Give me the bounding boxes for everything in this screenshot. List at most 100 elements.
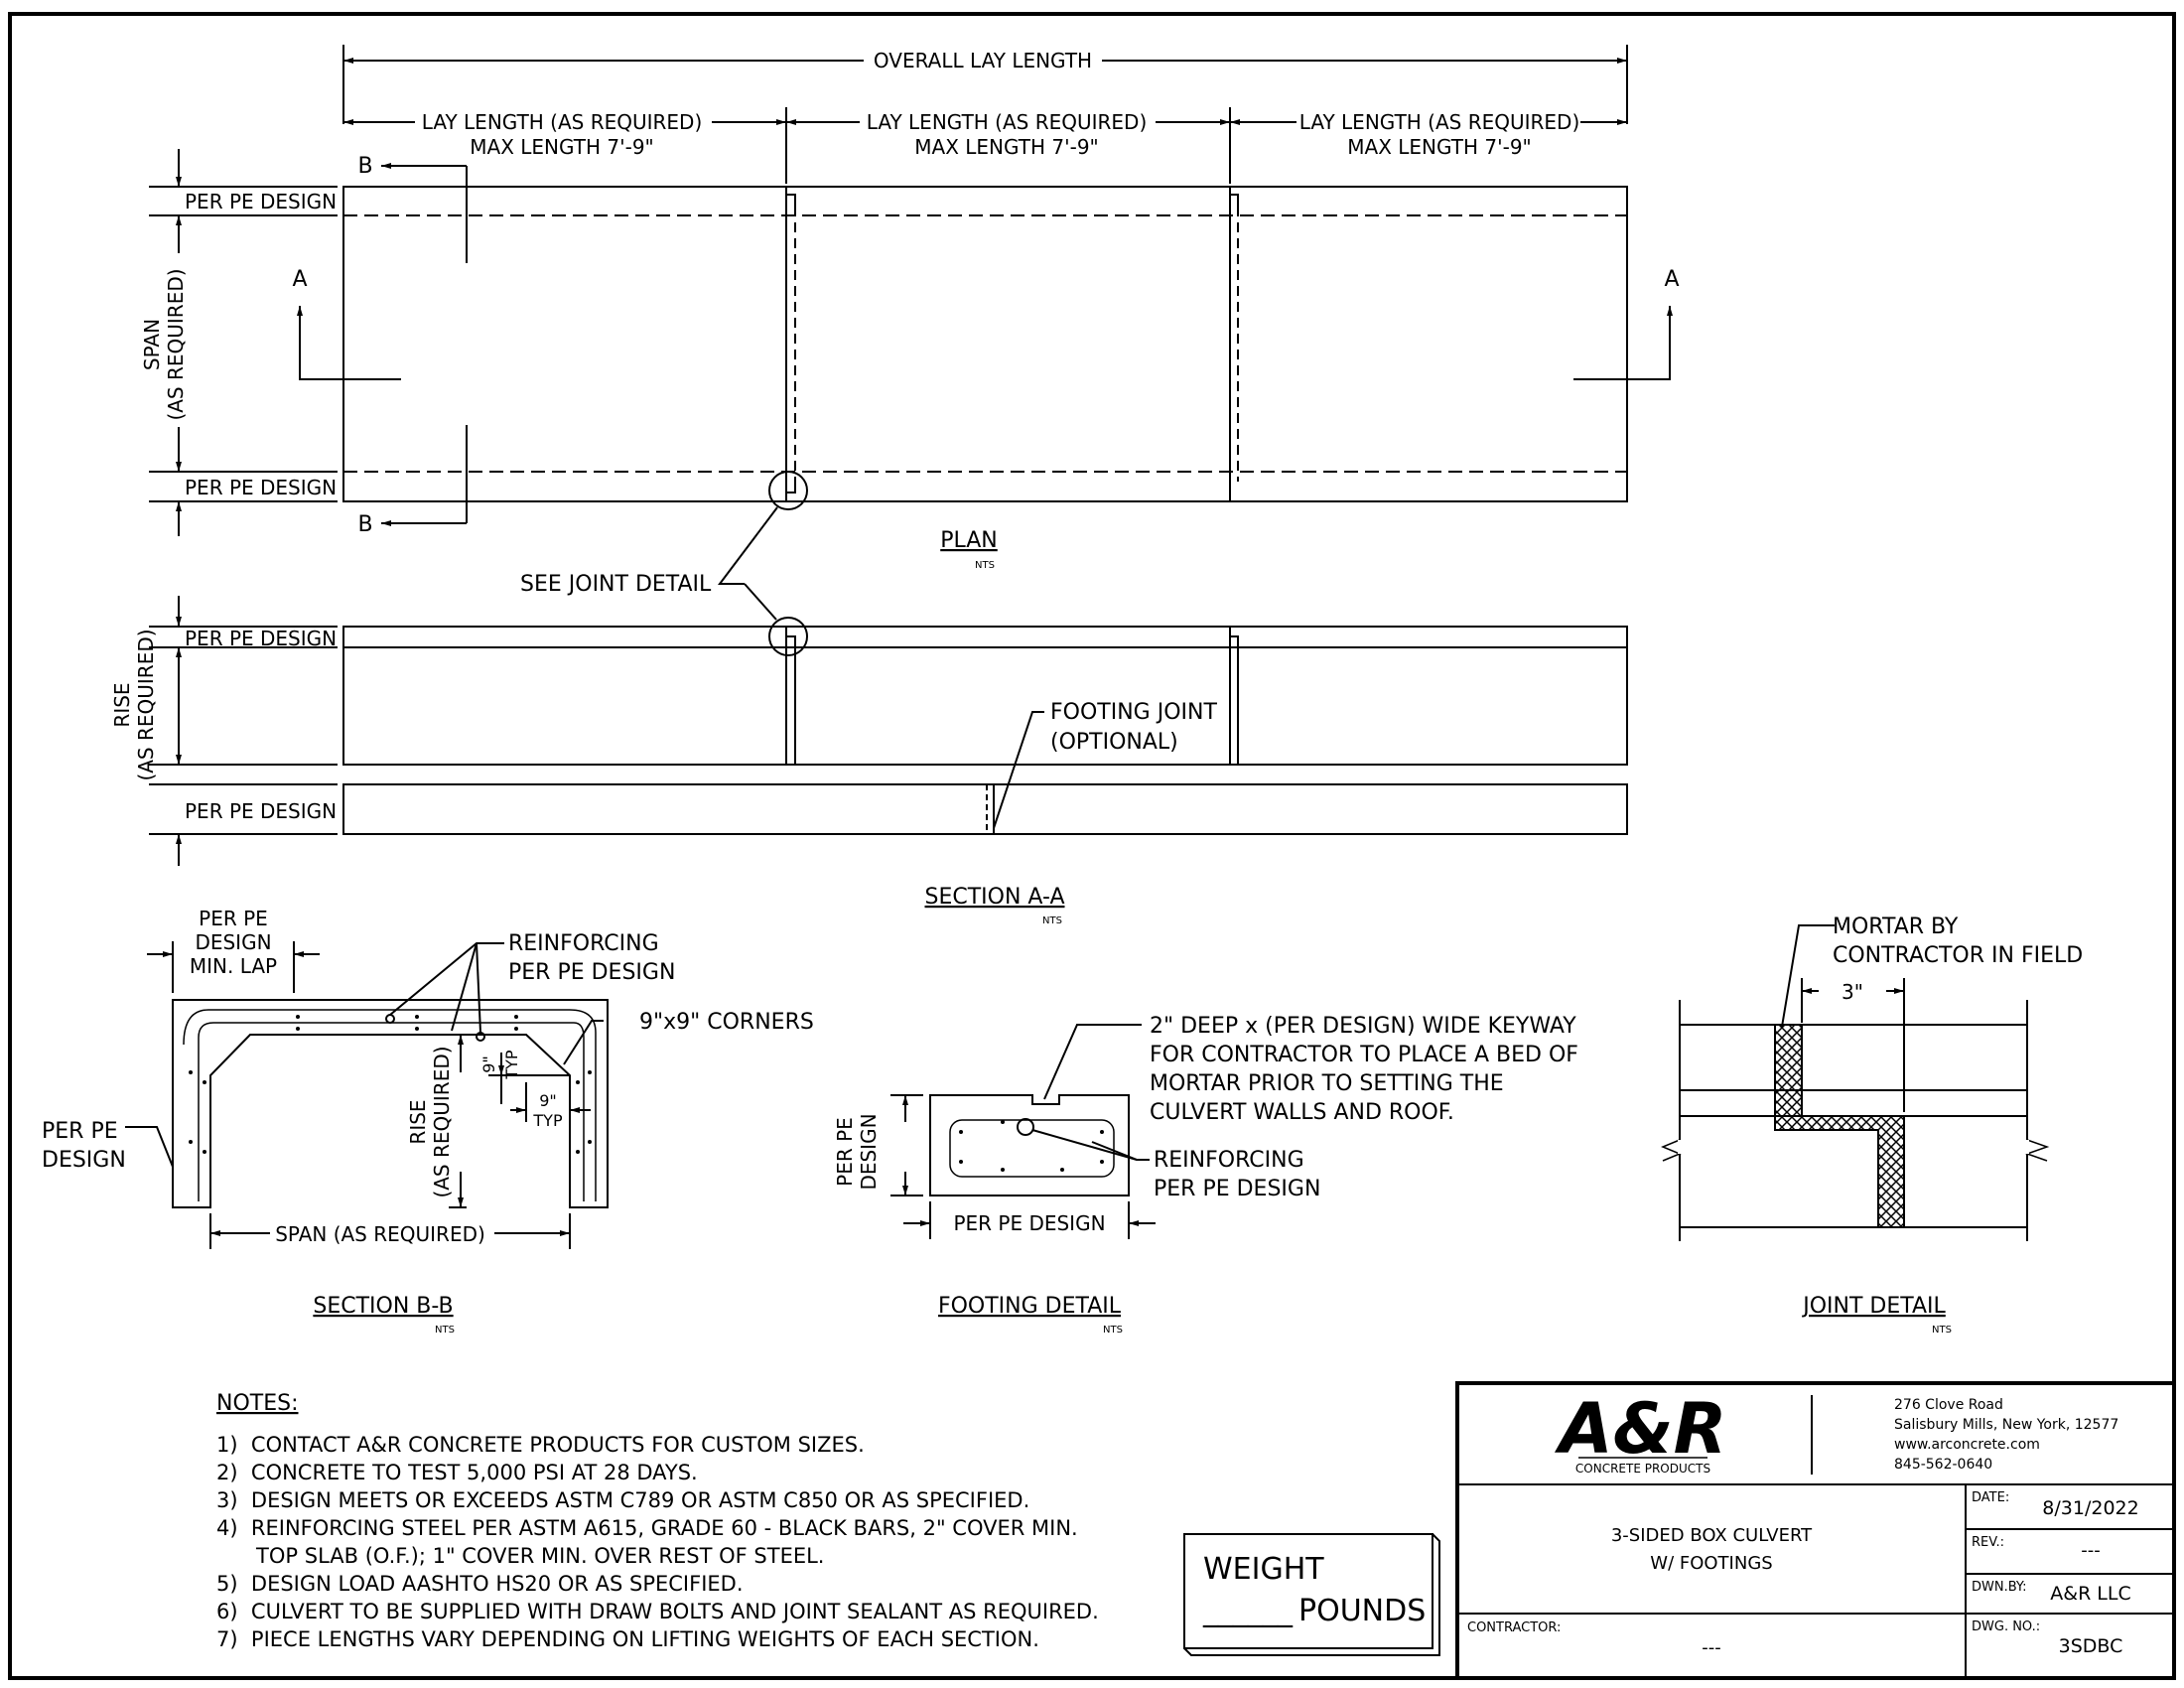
footing-detail-title: FOOTING DETAIL [938,1294,1122,1319]
see-joint-detail: SEE JOINT DETAIL [520,572,712,597]
joint-detail-nts: NTS [1932,1325,1952,1336]
section-bb-nts: NTS [435,1325,455,1336]
bb-lap-1: PER PE [199,907,268,930]
bb-nine-vertical: 9" [479,1055,498,1073]
joint-detail-title: JOINT DETAIL [1801,1294,1946,1319]
lay-length-3: LAY LENGTH (AS REQUIRED) [1299,110,1580,134]
weight-unit: POUNDS [1298,1594,1426,1628]
span-req-label: (AS REQUIRED) [164,268,188,420]
address-line-1: 276 Clove Road [1894,1397,2003,1413]
mortar-line-1: MORTAR BY [1833,914,1959,939]
address-line-2: Salisbury Mills, New York, 12577 [1894,1417,2118,1433]
section-aa-nts: NTS [1042,915,1062,926]
section-aa-labels: PER PE DESIGN PER PE DESIGN RISE (AS REQ… [110,627,1217,926]
plan-pe-bottom: PER PE DESIGN [185,476,337,499]
dwn-value: A&R LLC [2050,1583,2131,1605]
plan-title: PLAN [940,528,998,553]
rev-value: --- [2081,1540,2101,1561]
bb-rise-req: (AS REQUIRED) [430,1046,454,1197]
joint-detail-view [1661,924,2050,1241]
note-item: 4) REINFORCING STEEL PER ASTM A615, GRAD… [216,1516,1078,1540]
note-item: 1) CONTACT A&R CONCRETE PRODUCTS FOR CUS… [216,1433,865,1457]
keyway-line-4: CULVERT WALLS AND ROOF. [1150,1100,1454,1125]
footing-detail-view [890,1024,1156,1239]
max-length-1: MAX LENGTH 7'-9" [470,135,654,159]
cut-a-left: A [292,267,307,292]
note-item: 7) PIECE LENGTHS VARY DEPENDING ON LIFTI… [216,1627,1039,1651]
aa-rise-req: (AS REQUIRED) [134,629,158,780]
keyway-line-1: 2" DEEP x (PER DESIGN) WIDE KEYWAY [1150,1014,1576,1039]
bb-pe-1: PER PE [42,1119,118,1144]
footing-pe-2: DESIGN [857,1113,881,1190]
footing-pe-1: PER PE [833,1117,857,1187]
aa-pe-top: PER PE DESIGN [185,627,337,650]
drawing-name-1: 3-SIDED BOX CULVERT [1611,1525,1813,1546]
note-item: 2) CONCRETE TO TEST 5,000 PSI AT 28 DAYS… [216,1461,698,1484]
contractor-value: --- [1702,1637,1721,1658]
mortar-line-2: CONTRACTOR IN FIELD [1833,943,2083,968]
footing-reinf-2: PER PE DESIGN [1154,1177,1320,1201]
bb-lap-3: MIN. LAP [190,954,277,978]
footing-pe-width: PER PE DESIGN [953,1211,1105,1235]
plan-view [149,45,1673,656]
cut-a-right: A [1664,267,1679,292]
lay-length-1: LAY LENGTH (AS REQUIRED) [422,110,703,134]
address-line-4: 845-562-0640 [1894,1457,1992,1473]
cut-b-bottom: B [357,512,372,537]
title-block-text: A&R CONCRETE PRODUCTS 276 Clove Road Sal… [1467,1388,2139,1658]
plan-pe-top: PER PE DESIGN [185,190,337,213]
aa-rise-label: RISE [110,682,134,727]
bb-pe-2: DESIGN [42,1148,126,1173]
aa-pe-footing: PER PE DESIGN [185,799,337,823]
footing-joint-optional: (OPTIONAL) [1050,730,1178,755]
company-logo: A&R [1554,1388,1726,1470]
title-block [1455,1381,2176,1680]
cut-b-top: B [357,154,372,179]
notes-block: NOTES: 1) CONTACT A&R CONCRETE PRODUCTS … [216,1391,1099,1651]
bb-reinf-2: PER PE DESIGN [508,960,675,985]
bb-corners: 9"x9" CORNERS [639,1010,814,1035]
section-bb-title: SECTION B-B [313,1294,453,1319]
bb-lap-2: DESIGN [195,930,271,954]
note-item: 5) DESIGN LOAD AASHTO HS20 OR AS SPECIFI… [216,1572,744,1596]
company-logo-sub: CONCRETE PRODUCTS [1575,1462,1710,1476]
sheet-border [8,12,2176,1680]
plan-labels: OVERALL LAY LENGTH LAY LENGTH (AS REQUIR… [140,49,1680,597]
overall-lay-length: OVERALL LAY LENGTH [874,49,1092,72]
weight-label: WEIGHT [1203,1552,1324,1587]
weight-box: WEIGHT ______ POUNDS [1183,1533,1440,1656]
section-aa-title: SECTION A-A [925,885,1065,910]
bb-reinf-1: REINFORCING [508,931,659,956]
date-value: 8/31/2022 [2042,1497,2138,1519]
footing-joint-label: FOOTING JOINT [1050,700,1217,725]
lay-length-2: LAY LENGTH (AS REQUIRED) [867,110,1148,134]
drawing-name-2: W/ FOOTINGS [1650,1553,1772,1574]
bb-nine-horizontal: 9" [539,1091,557,1110]
bb-typ-vertical: TYP [502,1050,521,1080]
joint-three-inch: 3" [1842,980,1863,1004]
rev-label: REV.: [1972,1535,2004,1550]
footing-detail-labels: 2" DEEP x (PER DESIGN) WIDE KEYWAY FOR C… [833,1014,1578,1336]
date-label: DATE: [1972,1490,2009,1505]
dwg-label: DWG. NO.: [1972,1619,2040,1634]
note-item: TOP SLAB (O.F.); 1" COVER MIN. OVER REST… [216,1544,824,1568]
keyway-line-3: MORTAR PRIOR TO SETTING THE [1150,1071,1504,1096]
max-length-3: MAX LENGTH 7'-9" [1347,135,1532,159]
weight-blank: ______ [1202,1594,1294,1628]
section-bb-labels: PER PE DESIGN MIN. LAP REINFORCING PER P… [42,907,814,1336]
address-line-3: www.arconcrete.com [1894,1437,2040,1453]
footing-detail-nts: NTS [1103,1325,1123,1336]
dwg-value: 3SDBC [2059,1635,2123,1657]
span-label: SPAN [140,319,164,370]
bb-typ-horizontal: TYP [532,1111,563,1130]
max-length-2: MAX LENGTH 7'-9" [914,135,1099,159]
contractor-label: CONTRACTOR: [1467,1620,1561,1635]
section-bb-view [125,941,609,1249]
plan-nts: NTS [975,560,995,571]
footing-reinf-1: REINFORCING [1154,1148,1304,1173]
dwn-label: DWN.BY: [1972,1580,2027,1595]
bb-span: SPAN (AS REQUIRED) [275,1222,485,1246]
bb-rise-label: RISE [406,1099,430,1144]
notes-title: NOTES: [216,1391,299,1416]
